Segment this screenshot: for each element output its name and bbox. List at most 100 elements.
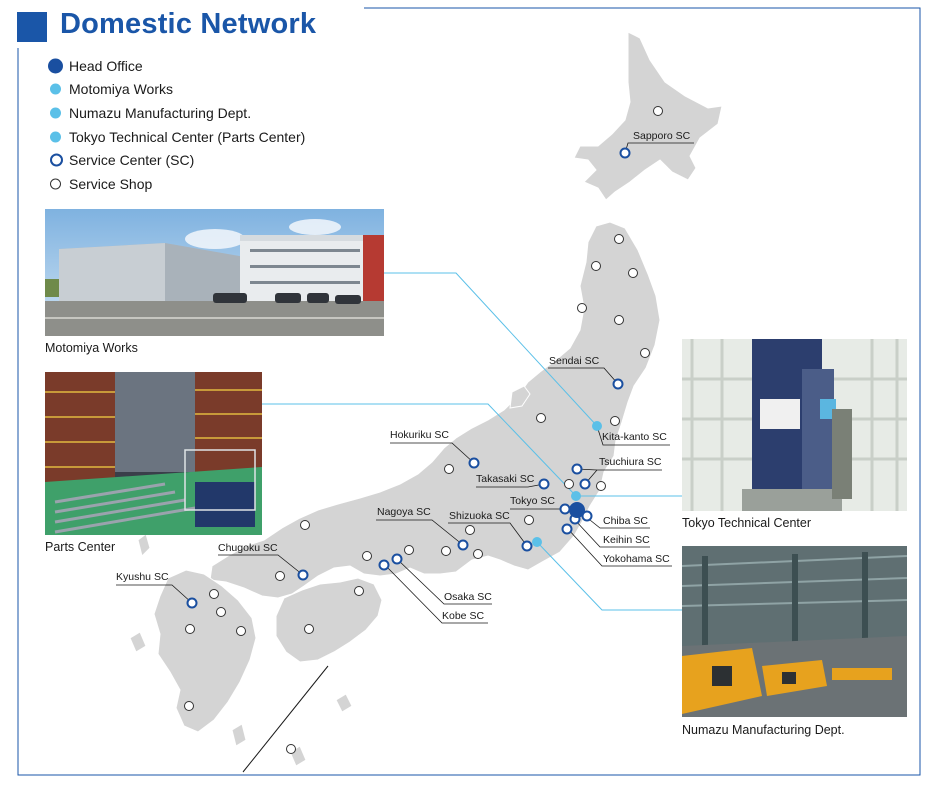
legend-label: Service Center (SC) (69, 152, 195, 169)
numazu-manufacturing-image (682, 546, 907, 717)
legend-motomiya: Motomiya Works (47, 78, 305, 102)
legend: Head Office Motomiya Works Numazu Manufa… (47, 54, 305, 196)
okinawa-islands (335, 693, 353, 713)
yokohama-sc-marker (561, 523, 573, 535)
yokohama-sc-label: Yokohama SC (603, 553, 670, 565)
head-office-marker (569, 502, 585, 518)
sapporo-sc-marker (619, 147, 631, 159)
service-shop-marker (596, 481, 606, 491)
service-shop-marker (184, 701, 194, 711)
shikoku (275, 577, 383, 663)
service-shops (184, 106, 663, 754)
tokyo-technical-center-image (682, 339, 907, 511)
service-shop-marker (536, 413, 546, 423)
service-shop-marker (614, 234, 624, 244)
legend-label: Service Shop (69, 175, 153, 192)
service-shop-marker (300, 520, 310, 530)
motomiya-works-photo (45, 209, 384, 336)
legend-tokyo-tech: Tokyo Technical Center (Parts Center) (47, 125, 305, 149)
service-shop-marker (473, 549, 483, 559)
motomiya-works-marker (592, 421, 602, 431)
kyushu-sc-label: Kyushu SC (116, 571, 169, 583)
title-marker (17, 12, 47, 42)
service-shop-marker (404, 545, 414, 555)
tsuchiura-sc-label: Tsuchiura SC (599, 456, 662, 468)
chiba-sc-marker (581, 510, 593, 522)
tsuchiura-sc-marker (571, 463, 583, 475)
shizuoka-sc-marker (521, 540, 533, 552)
motomiya-leader (384, 272, 598, 427)
land-masses (129, 31, 723, 767)
service-shop-marker (628, 268, 638, 278)
service-shop-marker (286, 744, 296, 754)
parts-center-photo (45, 372, 262, 535)
service-shop-marker (354, 586, 364, 596)
honshu (209, 221, 661, 599)
service-shop-marker (524, 515, 534, 525)
chiba-sc-label: Chiba SC (603, 515, 648, 527)
photo-leader-lines (262, 272, 682, 611)
nagoya-sc-marker (457, 539, 469, 551)
parts-center-caption: Parts Center (45, 540, 116, 554)
service-shop-marker (236, 626, 246, 636)
tanegashima (231, 723, 247, 747)
service-shop-marker (610, 416, 620, 426)
legend-service-shop: Service Shop (47, 172, 305, 196)
service-shop-marker (465, 525, 475, 535)
takasaki-sc-marker (538, 478, 550, 490)
sendai-sc-marker (612, 378, 624, 390)
chugoku-sc-marker (297, 569, 309, 581)
hokkaido (573, 31, 723, 201)
service-shop-marker (216, 607, 226, 617)
okinawa-divider (242, 665, 329, 773)
kita-kanto-sc-label: Kita-kanto SC (602, 431, 667, 443)
service-center-marker-icon (47, 151, 69, 169)
kyushu-sc-marker (186, 597, 198, 609)
tsuchiura-sc-marker-2 (579, 478, 591, 490)
legend-head-office: Head Office (47, 54, 305, 78)
motomiya-works-caption: Motomiya Works (45, 341, 138, 355)
service-shop-marker (591, 261, 601, 271)
service-shop-marker (275, 571, 285, 581)
service-shop-marker (444, 464, 454, 474)
shizuoka-sc-label: Shizuoka SC (449, 510, 510, 522)
service-shop-marker (185, 624, 195, 634)
service-shop-marker (614, 315, 624, 325)
tokyo-sc-marker (559, 503, 571, 515)
service-shop-marker (304, 624, 314, 634)
parts-center-leader (262, 403, 577, 497)
legend-label: Head Office (69, 57, 143, 74)
sapporo-sc-label: Sapporo SC (633, 130, 691, 142)
legend-label: Motomiya Works (69, 81, 173, 98)
page-title: Domestic Network (60, 8, 317, 40)
service-shop-marker (640, 348, 650, 358)
kyushu (153, 569, 257, 733)
motomiya-works-image (45, 209, 384, 336)
parts-center-image (45, 372, 262, 535)
kobe-sc-label: Kobe SC (442, 610, 484, 622)
hokuriku-sc-marker (468, 457, 480, 469)
service-shop-marker (362, 551, 372, 561)
service-shop-marker (564, 479, 574, 489)
service-shop-marker (441, 546, 451, 556)
legend-label: Tokyo Technical Center (Parts Center) (69, 128, 306, 145)
facilities (532, 421, 602, 547)
service-shop-marker-icon (47, 175, 69, 193)
osaka-sc-marker (391, 553, 403, 565)
legend-label: Numazu Manufacturing Dept. (69, 104, 252, 121)
numazu-manufacturing-marker (532, 537, 542, 547)
numazu-manufacturing-photo (682, 546, 907, 717)
service-centers (186, 147, 631, 609)
numazu-leader (536, 541, 682, 611)
tokyo-sc-label: Tokyo SC (510, 495, 555, 507)
head-office-marker-icon (47, 57, 69, 75)
service-shop-marker (577, 303, 587, 313)
legend-numazu: Numazu Manufacturing Dept. (47, 101, 305, 125)
keihin-sc-label: Keihin SC (603, 534, 650, 546)
tokyo-technical-center-marker (571, 491, 581, 501)
facility-marker-icon (47, 104, 69, 122)
chugoku-sc-label: Chugoku SC (218, 542, 278, 554)
sc-labels: Sapporo SC Sendai SC Kita-kanto SC Tsuch… (116, 130, 691, 622)
